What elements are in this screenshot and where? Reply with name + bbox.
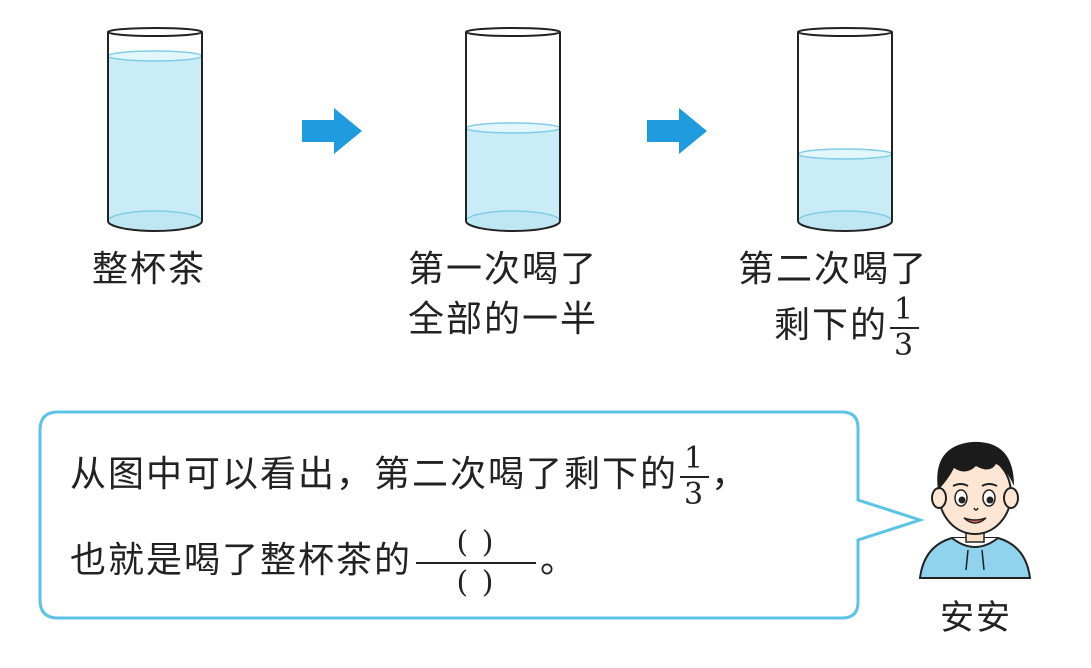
cup1-caption: 整杯茶 bbox=[92, 249, 207, 290]
half-cup-glass bbox=[465, 27, 561, 232]
third-cup-glass bbox=[797, 27, 893, 232]
full-cup-glass bbox=[107, 27, 203, 232]
person-name-label: 安安 bbox=[940, 598, 1012, 638]
arrow-right-icon bbox=[647, 108, 707, 154]
cup2-caption: 第一次喝了 全部的一半 bbox=[408, 249, 599, 340]
arrow-right-icon bbox=[302, 108, 362, 154]
bubble-line-2: 也就是喝了整杯茶的( )( )。 bbox=[70, 525, 579, 600]
boy-avatar bbox=[918, 441, 1032, 579]
answer-fraction-blank[interactable]: ( )( ) bbox=[416, 528, 537, 598]
